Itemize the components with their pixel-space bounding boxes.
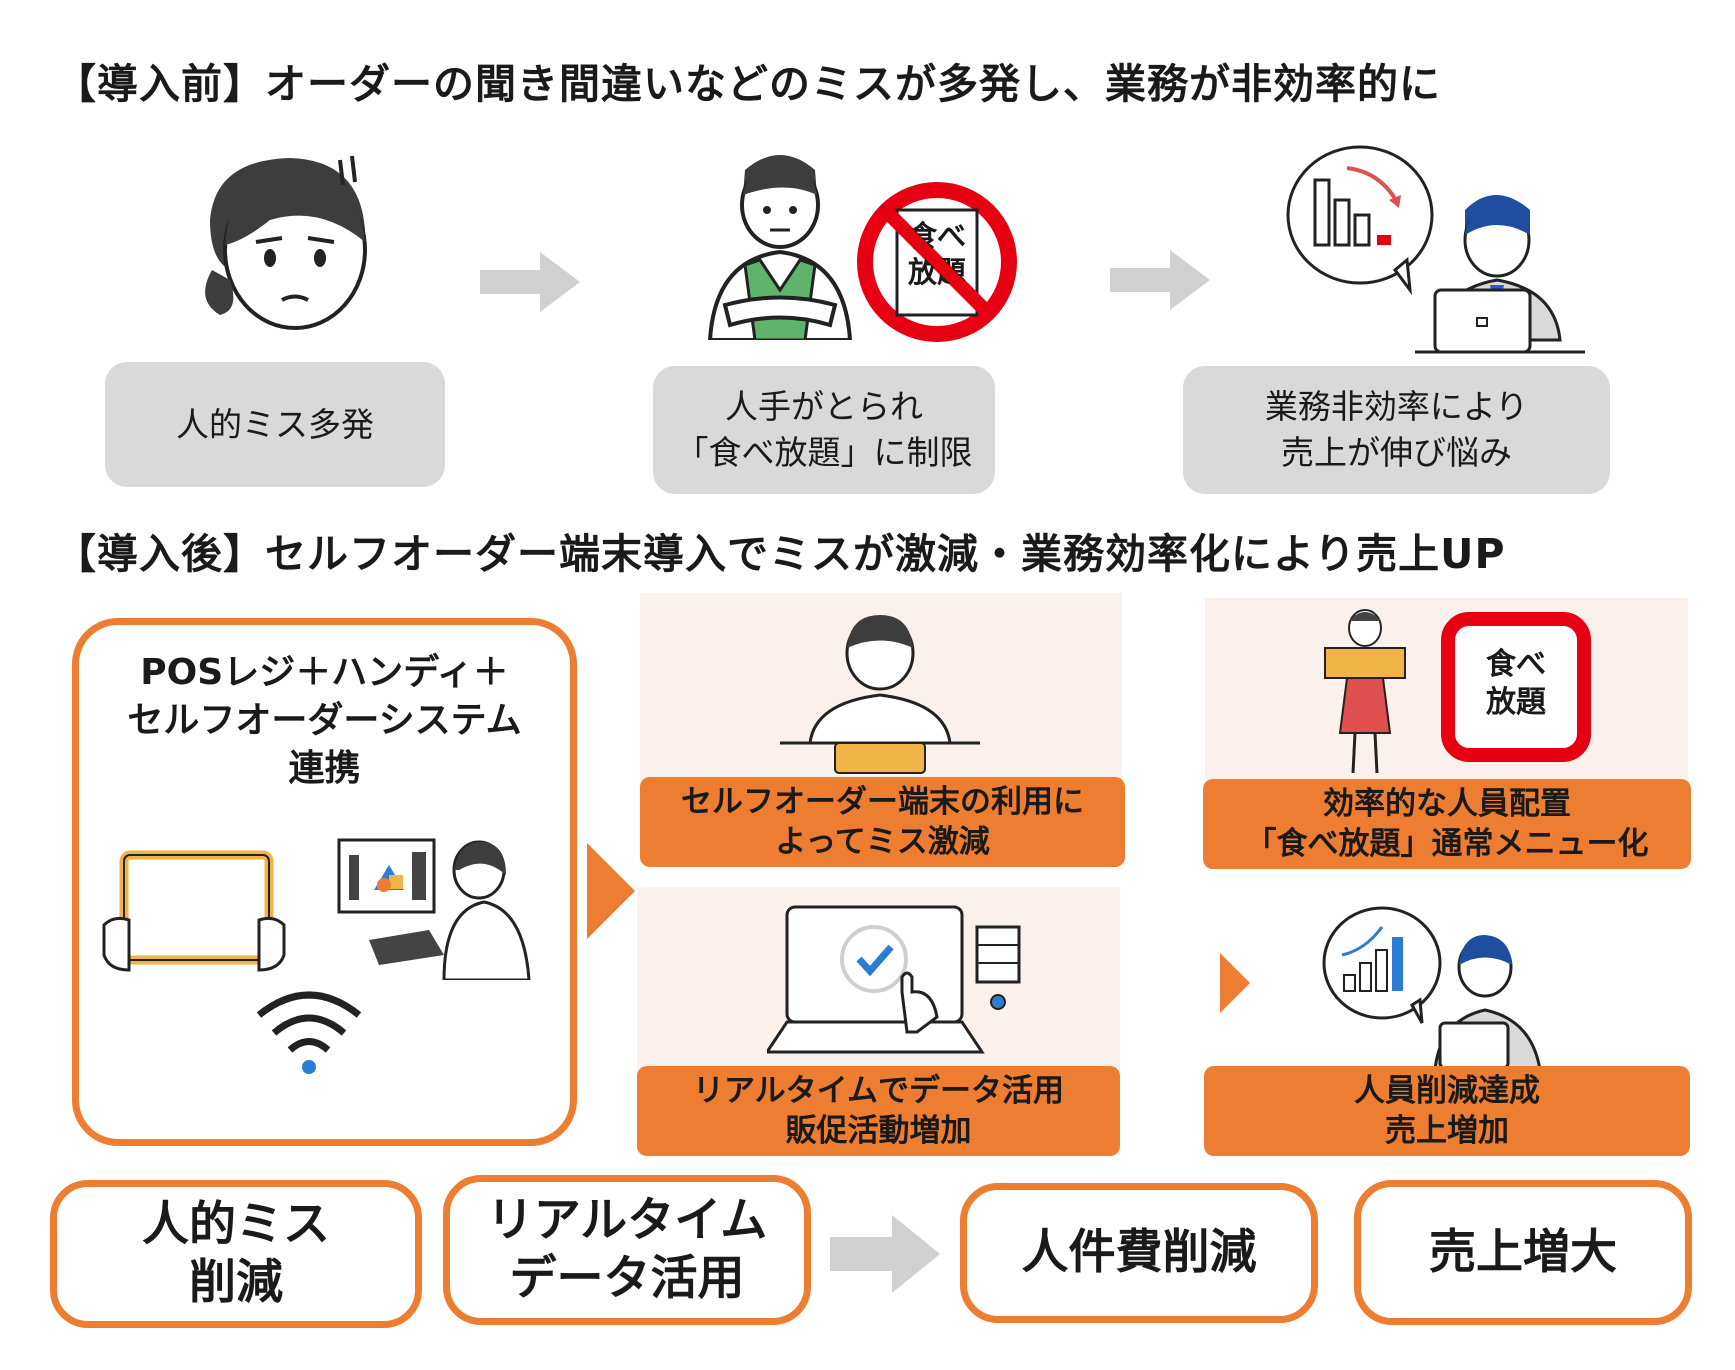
staff-arms-crossed-illustration: [705, 140, 855, 340]
orange-arrow-icon: [1220, 953, 1250, 1013]
wifi-icon: [254, 985, 364, 1075]
tabehoudai-prohibited-icon: 食べ 放題: [855, 180, 1020, 345]
outcome-line: 人件費削減: [1021, 1225, 1257, 1280]
step-box-1: 人的ミス多発: [105, 362, 445, 487]
outcome-labor-cost: 人件費削減: [960, 1183, 1318, 1323]
result-label-sales-growth: 人員削減達成 売上増加: [1204, 1066, 1690, 1156]
system-title-line: POSレジ＋ハンディ＋: [140, 652, 509, 693]
result-line: 人員削減達成: [1354, 1073, 1540, 1109]
worried-woman-illustration: [190, 150, 410, 340]
result-label-staffing: 効率的な人員配置 「食べ放題」通常メニュー化: [1203, 779, 1691, 869]
outcome-realtime-data: リアルタイム データ活用: [443, 1175, 811, 1325]
step-label: 人手がとられ: [725, 387, 923, 426]
step-box-3: 業務非効率により 売上が伸び悩み: [1183, 366, 1610, 494]
outcome-line: 人的ミス: [142, 1197, 330, 1252]
result-line: リアルタイムでデータ活用: [692, 1073, 1065, 1109]
outcome-sales-increase: 売上増大: [1354, 1180, 1692, 1325]
outcome-line: 削減: [189, 1255, 283, 1310]
badge-line: 食べ: [1486, 647, 1546, 682]
outcome-line: データ活用: [509, 1251, 745, 1306]
result-label-self-order: セルフオーダー端末の利用に よってミス激減: [640, 777, 1125, 867]
step-label: 「食べ放題」に制限: [675, 433, 973, 472]
step-label: 業務非効率により: [1264, 387, 1529, 426]
result-line: 売上増加: [1385, 1113, 1509, 1149]
outcome-line: リアルタイム: [486, 1193, 768, 1248]
result-label-realtime-data: リアルタイムでデータ活用 販促活動増加: [637, 1066, 1120, 1156]
outcome-human-error: 人的ミス 削減: [50, 1180, 422, 1328]
system-title-line: セルフオーダーシステム: [127, 700, 522, 741]
badge-line: 放題: [1486, 685, 1546, 720]
arrow-right-icon: [480, 252, 580, 312]
result-line: よってミス激減: [775, 824, 990, 860]
step-label: 人的ミス多発: [176, 404, 374, 444]
customer-using-terminal-icon: [334, 830, 534, 980]
result-line: 「食べ放題」通常メニュー化: [1245, 826, 1649, 862]
tabehoudai-badge: 食べ 放題: [1441, 612, 1591, 762]
staff-carrying-drinks-illustration: [1324, 609, 1406, 774]
step-box-2: 人手がとられ 「食べ放題」に制限: [653, 366, 995, 494]
orange-arrow-icon: [587, 843, 635, 939]
tablet-icon: [99, 845, 289, 975]
before-heading: 【導入前】オーダーの聞き間違いなどのミスが多発し、業務が非効率的に: [55, 60, 1441, 108]
result-line: 効率的な人員配置: [1323, 786, 1571, 822]
system-title-line: 連携: [288, 748, 361, 789]
result-line: セルフオーダー端末の利用に: [681, 784, 1084, 820]
declining-sales-illustration: [1285, 140, 1585, 355]
arrow-right-icon: [1110, 250, 1210, 310]
outcome-line: 売上増大: [1429, 1224, 1617, 1280]
result-line: 販促活動増加: [785, 1113, 972, 1149]
rising-sales-illustration: [1320, 905, 1560, 1070]
laptop-check-illustration: [767, 905, 1021, 1054]
after-heading: 【導入後】セルフオーダー端末導入でミスが激減・業務効率化により売上UP: [55, 530, 1506, 578]
arrow-right-icon: [830, 1215, 940, 1293]
step-label: 売上が伸び悩み: [1281, 433, 1512, 472]
customer-writing-illustration: [780, 615, 980, 774]
system-integration-box: POSレジ＋ハンディ＋ セルフオーダーシステム 連携: [72, 618, 577, 1146]
